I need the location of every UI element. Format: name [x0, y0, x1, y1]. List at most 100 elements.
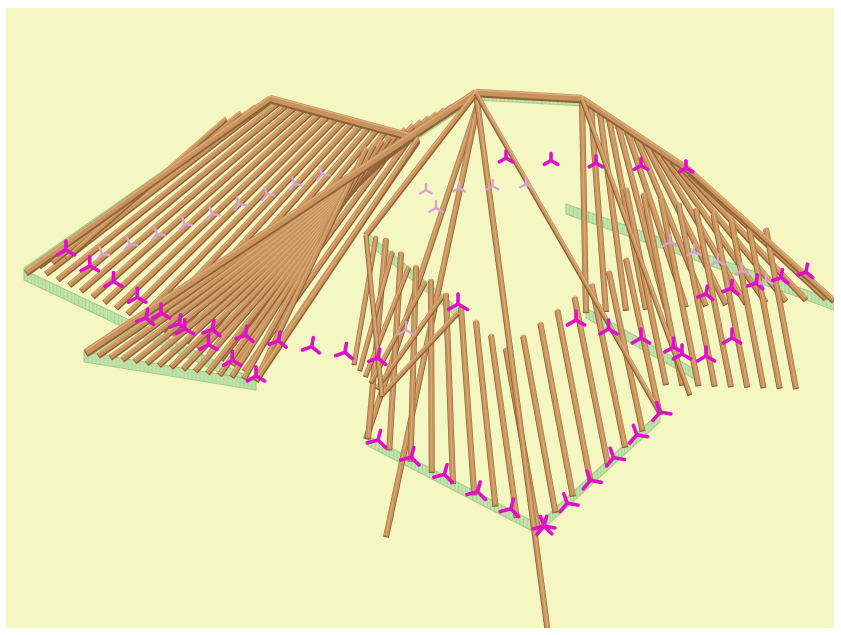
connector-center-ridge-2-leg-c: [491, 184, 500, 191]
rafter-left-main-5: [102, 109, 314, 306]
connector-front-left-eave-1-leg-c: [177, 321, 189, 332]
connector-front-left-eave-6-leg-c: [343, 350, 355, 361]
connector-right-eave-4: [795, 262, 815, 280]
rafter-right-main-2: [597, 110, 629, 312]
hip-front-right: [473, 90, 663, 415]
connector-left-upper-1-leg-b: [123, 242, 131, 252]
connector-left-upper-8-leg-b: [315, 172, 324, 182]
connector-front-right-eave-0-leg-c: [542, 524, 557, 530]
roof-model-canvas[interactable]: [6, 8, 834, 628]
connector-right-inner-eave-0: [565, 309, 587, 327]
connector-center-ridge-0: [419, 182, 433, 195]
connector-right-upper-3-leg-c: [740, 269, 750, 276]
rafter-right-lower-8: [763, 226, 799, 390]
rafter-center-left-14-highlight: [255, 146, 367, 379]
ridge-right-highlight: [581, 95, 691, 169]
connector-front-eave-0-leg-b: [365, 438, 380, 445]
connector-left-upper-8: [315, 166, 331, 182]
connector-front-right-eave-5-leg-c: [658, 410, 673, 416]
connector-left-eave-2: [103, 270, 124, 289]
connector-front-left-eave-7: [366, 347, 388, 367]
rafter-left-main-6: [113, 111, 322, 311]
hip-front-center-highlight: [475, 90, 549, 628]
connector-front-eave-0: [365, 428, 388, 450]
connector-front-left-eave-6: [333, 341, 355, 361]
connector-right-inner-eave-2-leg-c: [639, 336, 652, 345]
connector-center-ridge-0-leg-c: [424, 188, 433, 195]
connector-right-inner-eave-0-leg-c: [574, 318, 587, 327]
connector-left-upper-3-leg-b: [178, 222, 186, 232]
valley-center: [363, 90, 479, 238]
connector-front-right-eave-2-leg-c: [588, 478, 604, 485]
connector-right-upper-3-leg-b: [734, 269, 744, 276]
connector-right-inner-eave-4: [695, 345, 717, 363]
rafter-front-right-5-highlight: [591, 282, 626, 446]
connector-right-ridge-4: [677, 159, 695, 174]
connector-front-right-eave-0: [535, 514, 557, 537]
rafter-front-right-1: [520, 333, 559, 514]
connector-right-upper-1-leg-c: [692, 250, 702, 257]
rafter-left-main-8: [137, 115, 338, 323]
rafter-inner-hip-0-highlight: [353, 234, 377, 363]
connector-left-upper-6: [260, 186, 276, 202]
connector-inner-hip-a: [446, 292, 470, 312]
connector-right-ridge-0-leg-c: [504, 156, 515, 164]
connector-right-ridge-3-leg-c: [639, 163, 650, 172]
rafter-left-main-6-highlight: [115, 111, 320, 307]
rafter-right-lower-7-highlight: [748, 221, 781, 387]
connector-front-right-eave-1-leg-b: [558, 501, 570, 514]
connector-front-right-eave-4-leg-b: [627, 432, 639, 446]
rafter-right-lower-0-highlight: [625, 186, 667, 383]
connector-front-right-eave-3: [604, 446, 627, 468]
rafter-right-lower-4-highlight: [695, 206, 732, 385]
ridges-and-hips: [23, 88, 834, 628]
rafter-inner-hip-5-highlight: [381, 310, 459, 394]
connector-front-left-eave-3-leg-c: [243, 333, 255, 344]
hip-center-left-highlight: [85, 89, 477, 351]
connector-front-right-eave-2: [581, 469, 604, 491]
connector-left-upper-0-leg-c: [100, 252, 111, 257]
connector-right-ridge-4-leg-c: [684, 166, 695, 174]
connector-front-left-eave-0-leg-c: [144, 316, 156, 327]
connector-right-eave-3: [770, 267, 790, 285]
rafter-left-main-5-highlight: [103, 109, 312, 301]
connector-left-eave-2-leg-c: [111, 279, 124, 289]
connector-front-left-eave-4: [267, 330, 288, 350]
rafter-inner-hip-2-highlight: [364, 264, 410, 375]
connector-left-upper-5-leg-c: [238, 202, 249, 207]
rafter-front-left-7-highlight: [490, 332, 518, 516]
connector-front-eave-4-leg-c: [508, 506, 521, 519]
connector-front-right-eave-1-leg-c: [565, 501, 580, 507]
connector-front-left-eave-5-leg-c: [309, 344, 322, 355]
connector-right-upper-3: [734, 262, 750, 276]
rafter-left-main-4: [90, 107, 305, 300]
rafter-inner-hip-5: [380, 310, 460, 397]
connector-right-inner-eave-2: [630, 327, 652, 345]
rafter-left-main-3-highlight: [80, 104, 295, 290]
connector-left-eave-3: [126, 286, 148, 304]
rafter-right-lower-8-highlight: [765, 226, 797, 387]
connector-left-upper-0: [95, 246, 111, 262]
rafter-front-right-7-highlight: [625, 256, 661, 413]
connector-center-ridge-2: [485, 178, 500, 191]
hip-center-left-body: [84, 89, 478, 355]
connector-inner-hip-a-leg-c: [456, 302, 470, 312]
connector-right-inner-eave-1: [598, 318, 619, 336]
connector-right-eave-2: [745, 273, 765, 291]
connector-front-right-eave-0-leg-b: [535, 524, 546, 537]
connector-front-right-eave-4: [627, 423, 650, 446]
ridge-left-body: [269, 94, 419, 142]
hip-right-back-body: [688, 168, 834, 302]
connector-right-upper-0: [662, 233, 678, 248]
connector-left-upper-2-leg-b: [150, 232, 159, 242]
connector-front-right-eave-3-leg-c: [611, 455, 627, 462]
connector-left-upper-5: [233, 196, 249, 212]
connector-left-upper-8-leg-c: [320, 172, 331, 177]
rafter-left-main-1-highlight: [57, 100, 279, 278]
connector-right-lower-b-leg-c: [730, 336, 743, 345]
rafter-right-lower-2: [658, 196, 702, 387]
rafter-inner-hip-4-body: [374, 295, 444, 390]
rafter-left-main-7: [125, 113, 330, 317]
connector-left-eave-4-leg-c: [159, 311, 172, 320]
